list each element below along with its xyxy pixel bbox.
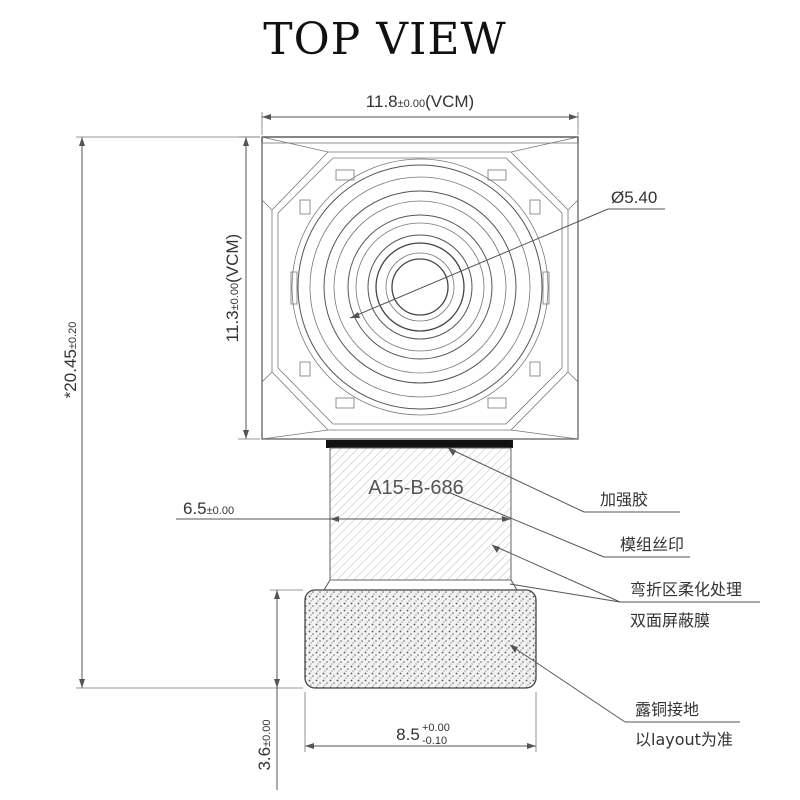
dim-connector-length: 3.6±0.00 — [255, 589, 303, 790]
svg-text:*20.45±0.20: *20.45±0.20 — [61, 322, 80, 399]
silkscreen-label: A15-B-686 — [368, 477, 464, 499]
svg-text:11.8±0.00(VCM): 11.8±0.00(VCM) — [366, 92, 474, 111]
dim-connector-tol-upper: +0.00 — [422, 722, 450, 734]
dim-connector-tol-lower: -0.10 — [422, 735, 447, 747]
svg-text:6.5±0.00: 6.5±0.00 — [183, 499, 234, 518]
dim-fpc-value: 6.5 — [183, 499, 207, 518]
note-module-silkscreen: 模组丝印 — [620, 535, 684, 554]
dim-height-tol: ±0.00 — [229, 283, 241, 310]
dim-width-vcm: 11.8±0.00(VCM) — [261, 92, 579, 135]
dim-connector-length-value: 3.6 — [255, 747, 274, 771]
svg-text:3.6±0.00: 3.6±0.00 — [255, 719, 274, 770]
dim-height-vcm: 11.3±0.00(VCM) — [223, 136, 260, 440]
dim-total-value: 20.45 — [61, 349, 80, 392]
dim-fpc-tol: ±0.00 — [207, 505, 234, 517]
fpc-region: A15-B-686 — [323, 447, 518, 591]
dim-connector-length-tol: ±0.00 — [261, 719, 273, 746]
dim-total-tol: ±0.20 — [67, 322, 79, 349]
dim-width-suffix: (VCM) — [425, 92, 474, 111]
note-per-layout: 以layout为准 — [635, 730, 733, 749]
annotation-leaders — [447, 447, 760, 723]
svg-text:11.3±0.00(VCM): 11.3±0.00(VCM) — [223, 234, 242, 342]
dim-total-length: *20.45±0.20 — [61, 136, 303, 689]
dim-width-value: 11.8 — [366, 92, 398, 111]
dim-height-value: 11.3 — [223, 310, 242, 342]
dim-total-prefix: * — [61, 391, 80, 398]
lens-assembly — [291, 158, 549, 416]
dim-width-tol: ±0.00 — [398, 98, 425, 110]
note-exposed-copper: 露铜接地 — [635, 700, 699, 719]
camera-module-body — [261, 136, 579, 440]
connector-exposed-copper — [304, 589, 537, 689]
dim-fpc-width: 6.5±0.00 — [176, 499, 511, 522]
dim-connector-value: 8.5 — [396, 725, 420, 744]
note-bend-area: 弯折区柔化处理 — [630, 580, 742, 599]
stiffener-adhesive — [326, 440, 513, 448]
dim-height-suffix: (VCM) — [223, 234, 242, 283]
dim-connector-width: 8.5 +0.00 -0.10 — [304, 692, 537, 752]
note-stiffener-adhesive: 加强胶 — [600, 490, 648, 509]
note-shield-film: 双面屏蔽膜 — [630, 611, 710, 630]
lens-diameter-callout: Ø5.40 — [349, 188, 665, 319]
lens-diameter-label: Ø5.40 — [611, 188, 657, 207]
page-title: TOP VIEW — [263, 14, 507, 65]
